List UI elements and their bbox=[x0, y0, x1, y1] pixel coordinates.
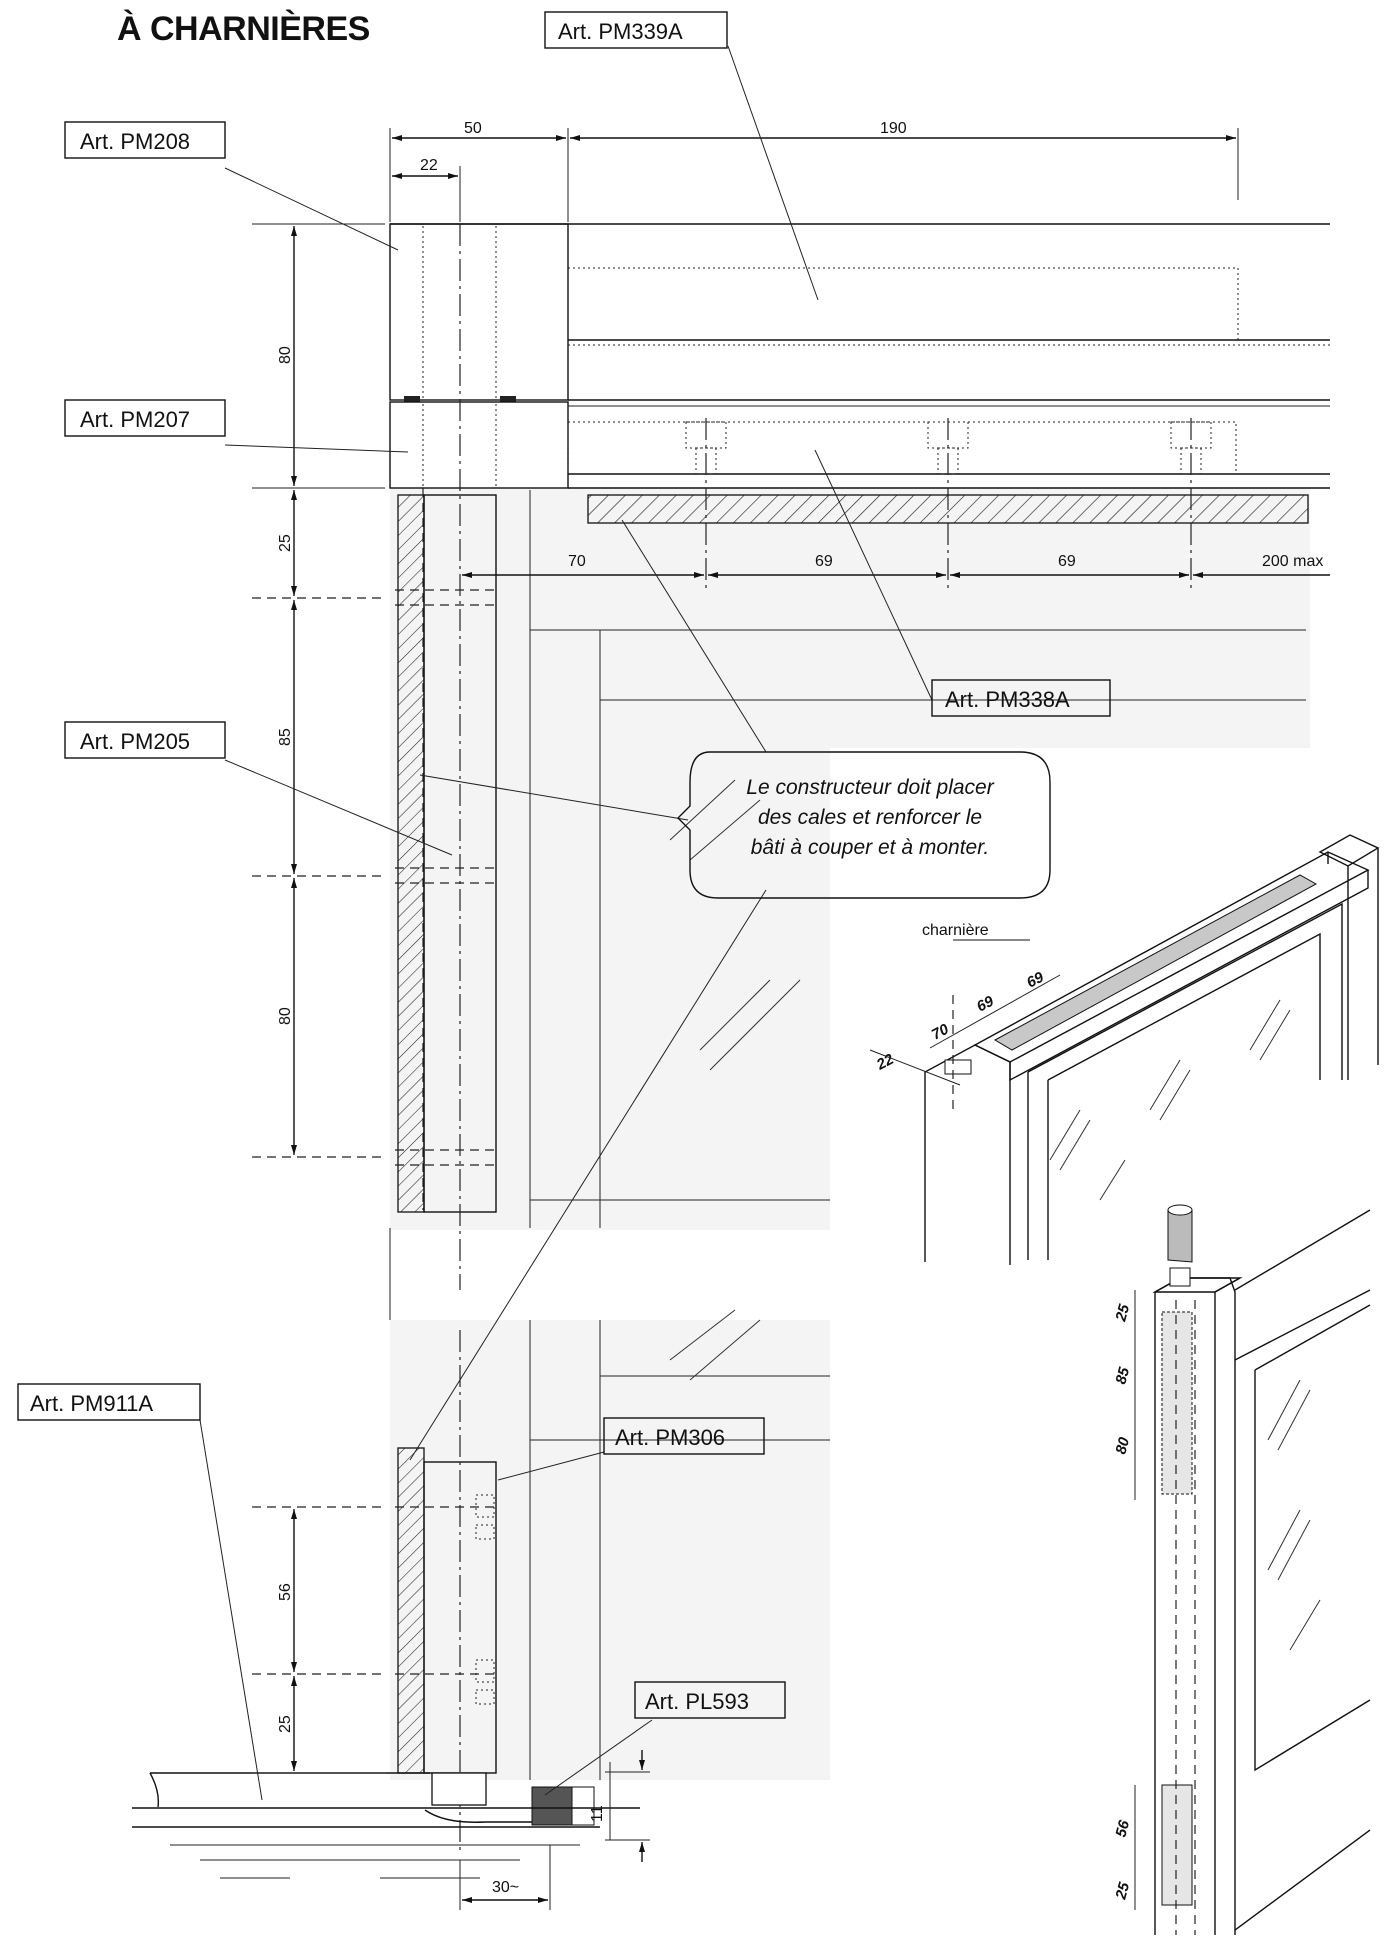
dim-h80-mid: 80 bbox=[277, 1007, 294, 1025]
svg-text:85: 85 bbox=[1112, 1365, 1133, 1386]
dim-h25-bot: 25 bbox=[277, 1715, 294, 1733]
pm208-block bbox=[389, 223, 569, 401]
dim-h56: 56 bbox=[277, 1583, 294, 1601]
screw-spacing-dimensions: 70 69 69 200 max bbox=[462, 553, 1330, 578]
constructor-note: Le constructeur doit placer des cales et… bbox=[677, 751, 1051, 899]
leader-lines bbox=[199, 45, 1300, 1801]
label-pm306: Art. PM306 bbox=[603, 1417, 765, 1455]
label-pm339a: Art. PM339A bbox=[544, 11, 728, 49]
svg-text:Art. PM207: Art. PM207 bbox=[80, 407, 190, 432]
svg-text:25: 25 bbox=[1112, 1880, 1133, 1902]
svg-text:80: 80 bbox=[1112, 1435, 1133, 1456]
top-dimensions: 50 190 22 bbox=[389, 120, 1239, 222]
svg-text:69: 69 bbox=[1024, 968, 1047, 991]
dim-h11: 11 bbox=[589, 1805, 606, 1822]
dim-h85: 85 bbox=[277, 728, 294, 746]
iso-charniere: charnière bbox=[922, 922, 989, 939]
svg-text:Art. PM339A: Art. PM339A bbox=[558, 19, 683, 44]
label-pm208: Art. PM208 bbox=[64, 121, 226, 159]
iso-bottom-view: 25 85 80 56 25 bbox=[1112, 1204, 1371, 1935]
dim-190: 190 bbox=[880, 120, 907, 137]
dim-22: 22 bbox=[420, 157, 438, 174]
label-pl593: Art. PL593 bbox=[634, 1681, 786, 1719]
page-title: À CHARNIÈRES bbox=[117, 10, 370, 48]
pm207-block bbox=[389, 401, 569, 489]
svg-text:Le constructeur doit placer: Le constructeur doit placer bbox=[746, 776, 994, 799]
svg-text:Art. PM338A: Art. PM338A bbox=[945, 687, 1070, 712]
svg-text:56: 56 bbox=[1112, 1818, 1133, 1839]
dim-h80-top: 80 bbox=[277, 346, 294, 364]
label-pm338a: Art. PM338A bbox=[931, 679, 1111, 717]
svg-text:bâti à couper et à monter.: bâti à couper et à monter. bbox=[751, 836, 990, 859]
top-rail bbox=[390, 223, 1330, 407]
svg-text:Art. PL593: Art. PL593 bbox=[645, 1689, 749, 1714]
pm338a-plate bbox=[567, 418, 1330, 590]
svg-text:69: 69 bbox=[974, 992, 997, 1015]
svg-text:70: 70 bbox=[929, 1020, 952, 1043]
svg-text:Art. PM208: Art. PM208 bbox=[80, 129, 190, 154]
dim-69b: 69 bbox=[1058, 553, 1076, 570]
svg-text:22: 22 bbox=[873, 1050, 897, 1074]
background-door-frame bbox=[389, 488, 1310, 1780]
door-stile bbox=[395, 224, 500, 1290]
svg-text:25: 25 bbox=[1112, 1302, 1133, 1324]
svg-text:Art. PM306: Art. PM306 bbox=[615, 1425, 725, 1450]
label-pm911a: Art. PM911A bbox=[17, 1383, 201, 1421]
dim-69a: 69 bbox=[815, 553, 833, 570]
label-pm205: Art. PM205 bbox=[64, 721, 226, 759]
dim-200max: 200 max bbox=[1262, 553, 1323, 570]
svg-text:des cales et renforcer le: des cales et renforcer le bbox=[758, 806, 982, 829]
dim-30: 30~ bbox=[492, 1879, 519, 1896]
label-pm207: Art. PM207 bbox=[64, 399, 226, 437]
dim-h25-top: 25 bbox=[277, 534, 294, 552]
left-dimensions: 80 25 85 80 56 25 bbox=[252, 223, 385, 1774]
svg-text:Art. PM911A: Art. PM911A bbox=[30, 1391, 153, 1416]
bottom-dimensions: 11 30~ bbox=[459, 1750, 650, 1910]
iso-top-view: charnière 22 70 69 69 bbox=[869, 834, 1380, 1265]
dim-70: 70 bbox=[568, 553, 586, 570]
dim-50: 50 bbox=[464, 120, 482, 137]
svg-text:Art. PM205: Art. PM205 bbox=[80, 729, 190, 754]
